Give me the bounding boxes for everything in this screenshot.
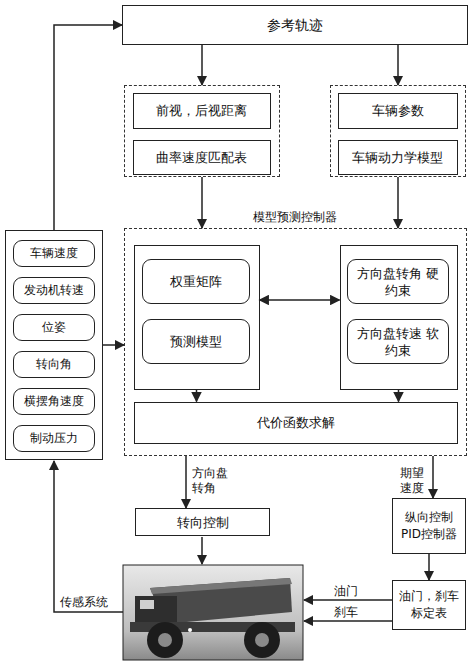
process-box: 代价函数求解 <box>134 402 458 444</box>
node-text: 曲率速度匹配表 <box>153 149 250 166</box>
node-text: 车辆参数 <box>369 102 427 119</box>
signal-box: 车辆速度 <box>13 240 95 267</box>
node-text: 转向角 <box>33 356 75 373</box>
node-text: 车辆速度 <box>27 245 81 262</box>
bed-rim <box>150 578 292 594</box>
node-text: 制动压力 <box>27 430 81 447</box>
node-text: 转向控制 <box>174 514 232 531</box>
edge-label: 期望 速度 <box>400 466 430 496</box>
constraint-box: 方向盘转速 软约束 <box>347 319 449 364</box>
flow-arrow <box>397 177 399 228</box>
node-text: 代价函数求解 <box>254 414 338 431</box>
process-box: 预测模型 <box>142 319 250 364</box>
signal-box: 转向角 <box>13 351 95 378</box>
signal-box: 横摆角速度 <box>13 388 95 415</box>
node-text: 权重矩阵 <box>167 273 225 290</box>
cab-window <box>140 600 154 609</box>
sensor-group: 车辆速度发动机转速位姿转向角横摆角速度制动压力 <box>5 230 103 460</box>
constraint-box: 方向盘转角 硬约束 <box>347 259 449 304</box>
signal-label: 刹车 <box>334 605 358 620</box>
signal-box: 发动机转速 <box>13 277 95 304</box>
node-text: 方向盘转角 硬约束 <box>348 265 448 299</box>
truck-wheel <box>147 622 183 658</box>
steering-wire <box>201 537 203 564</box>
headlight <box>188 628 192 632</box>
flow-arrow <box>397 45 399 85</box>
process-box: 前视，后视距离 <box>133 93 271 129</box>
wheel-hub <box>158 633 172 647</box>
process-box: 参考轨迹 <box>122 5 468 45</box>
flow-arrow <box>260 299 340 301</box>
node-text: 车辆动力学模型 <box>349 149 446 166</box>
node-text: 横摆角速度 <box>21 393 87 410</box>
sensor-wire <box>54 461 123 612</box>
flow-arrow <box>54 25 122 230</box>
flow-arrow <box>196 390 198 402</box>
signal-box: 位姿 <box>13 314 95 341</box>
process-box: 转向控制 <box>135 508 270 536</box>
node-text: 前视，后视距离 <box>153 102 250 119</box>
truck-wheel <box>244 622 280 658</box>
group-box: 权重矩阵预测模型 <box>134 245 260 390</box>
process-box: 曲率速度匹配表 <box>133 140 271 175</box>
controller-group: 模型预测控制器权重矩阵预测模型方向盘转角 硬约束方向盘转速 软约束代价函数求解 <box>124 228 467 456</box>
flow-arrow <box>185 456 187 508</box>
signal-box: 制动压力 <box>13 425 95 452</box>
process-box: 车辆参数 <box>338 93 458 129</box>
process-box: 油门，刹车 标定表 <box>392 580 466 630</box>
process-box: 权重矩阵 <box>142 259 250 304</box>
node-text: 参考轨迹 <box>264 17 326 34</box>
node-text: 预测模型 <box>167 333 225 350</box>
flow-arrow <box>103 344 124 346</box>
flow-arrow <box>432 456 434 498</box>
node-text: 发动机转速 <box>21 282 87 299</box>
edge-label: 方向盘 转角 <box>192 466 232 496</box>
signal-label: 油门 <box>334 584 358 599</box>
throttle-wire <box>304 599 392 601</box>
flow-arrow <box>398 390 400 402</box>
node-text: 位姿 <box>39 319 69 336</box>
process-box: 纵向控制 PID控制器 <box>392 498 466 554</box>
mining-truck-photo <box>123 565 303 660</box>
node-text: 油门，刹车 标定表 <box>393 588 465 622</box>
signal-label: 传感系统 <box>60 595 108 610</box>
group-heading: 模型预测控制器 <box>253 209 337 226</box>
flow-arrow <box>201 45 203 85</box>
group-box: 前视，后视距离曲率速度匹配表 <box>124 85 280 177</box>
wheel-hub <box>255 633 269 647</box>
node-text: 纵向控制 PID控制器 <box>393 509 465 543</box>
group-box: 车辆参数车辆动力学模型 <box>330 85 466 177</box>
photo-frame <box>123 565 303 660</box>
process-box: 车辆动力学模型 <box>338 140 458 175</box>
node-text: 方向盘转速 软约束 <box>348 325 448 359</box>
flow-arrow <box>201 177 203 228</box>
flow-arrow <box>428 554 430 580</box>
brake-wire <box>304 620 392 622</box>
group-box: 方向盘转角 硬约束方向盘转速 软约束 <box>340 245 458 390</box>
truck-cab <box>135 596 177 626</box>
